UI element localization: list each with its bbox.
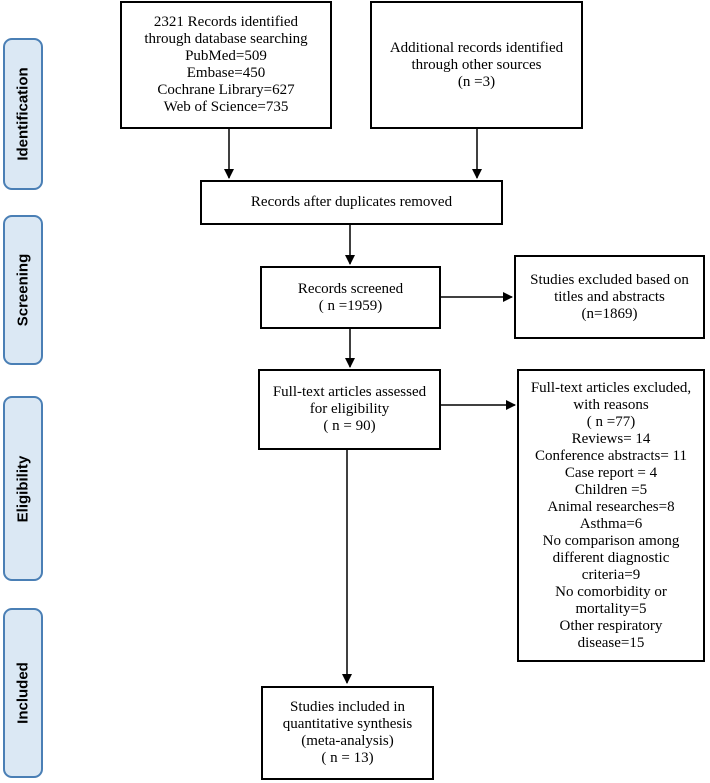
box-database-records: 2321 Records identified through database… (120, 1, 332, 129)
box-excluded-titles: Studies excluded based on titles and abs… (514, 255, 705, 339)
box-text-line: ( n =1959) (318, 297, 383, 314)
box-text-line: Conference abstracts= 11 (534, 447, 687, 464)
box-text-line: Cochrane Library=627 (157, 82, 295, 98)
box-duplicates-removed: Records after duplicates removed (200, 180, 503, 225)
box-text-line: Web of Science=735 (163, 99, 289, 115)
box-text-line: mortality=5 (575, 600, 647, 617)
box-text-line: Studies included in (290, 699, 405, 715)
box-text-line: 2321 Records identified (153, 14, 299, 30)
box-text-line: Asthma=6 (579, 515, 643, 532)
box-text-line: (n =3) (457, 73, 496, 90)
phase-eligibility: Eligibility (3, 396, 43, 581)
box-text-line: criteria=9 (581, 566, 641, 583)
box-text-line: ( n = 13) (321, 750, 374, 766)
box-text-line: disease=15 (577, 634, 645, 651)
box-text-line: Full-text articles assessed (272, 384, 427, 400)
box-text-line: (meta-analysis) (301, 733, 394, 749)
box-text-line: Case report = 4 (564, 464, 658, 481)
box-text-line: through database searching (144, 31, 308, 47)
phase-included: Included (3, 608, 43, 778)
box-text-line: for eligibility (309, 401, 390, 417)
phase-identification: Identification (3, 38, 43, 190)
box-text-line: Records screened (297, 280, 404, 297)
box-text-line: quantitative synthesis (282, 716, 413, 732)
box-text-line: Reviews= 14 (571, 430, 651, 447)
box-text-line: No comparison among (542, 532, 680, 549)
box-text-line: No comorbidity or (555, 583, 667, 600)
box-text-line: with reasons (573, 396, 649, 413)
box-text-line: titles and abstracts (554, 288, 665, 305)
box-text-line: different diagnostic (552, 549, 670, 566)
box-text-line: PubMed=509 (185, 48, 267, 64)
box-text-line: Animal researches=8 (547, 498, 675, 515)
box-fulltext-assessed: Full-text articles assessed for eligibil… (258, 369, 441, 450)
box-text-line: Other respiratory (559, 617, 663, 634)
box-text-line: Records after duplicates removed (250, 194, 453, 210)
phase-screening: Screening (3, 215, 43, 365)
box-text-line: ( n = 90) (323, 418, 376, 434)
box-studies-included: Studies included in quantitative synthes… (261, 686, 434, 780)
box-text-line: ( n =77) (586, 413, 636, 430)
box-text-line: Embase=450 (186, 65, 266, 81)
box-text-line: (n=1869) (581, 305, 638, 322)
box-fulltext-excluded: Full-text articles excluded, with reason… (517, 369, 705, 662)
box-text-line: Full-text articles excluded, (530, 379, 692, 396)
box-records-screened: Records screened ( n =1959) (260, 266, 441, 329)
box-text-line: Studies excluded based on (530, 271, 689, 288)
box-text-line: Additional records identified (389, 39, 564, 56)
box-text-line: through other sources (411, 56, 542, 73)
box-text-line: Children =5 (574, 481, 648, 498)
box-other-sources: Additional records identified through ot… (370, 1, 583, 129)
